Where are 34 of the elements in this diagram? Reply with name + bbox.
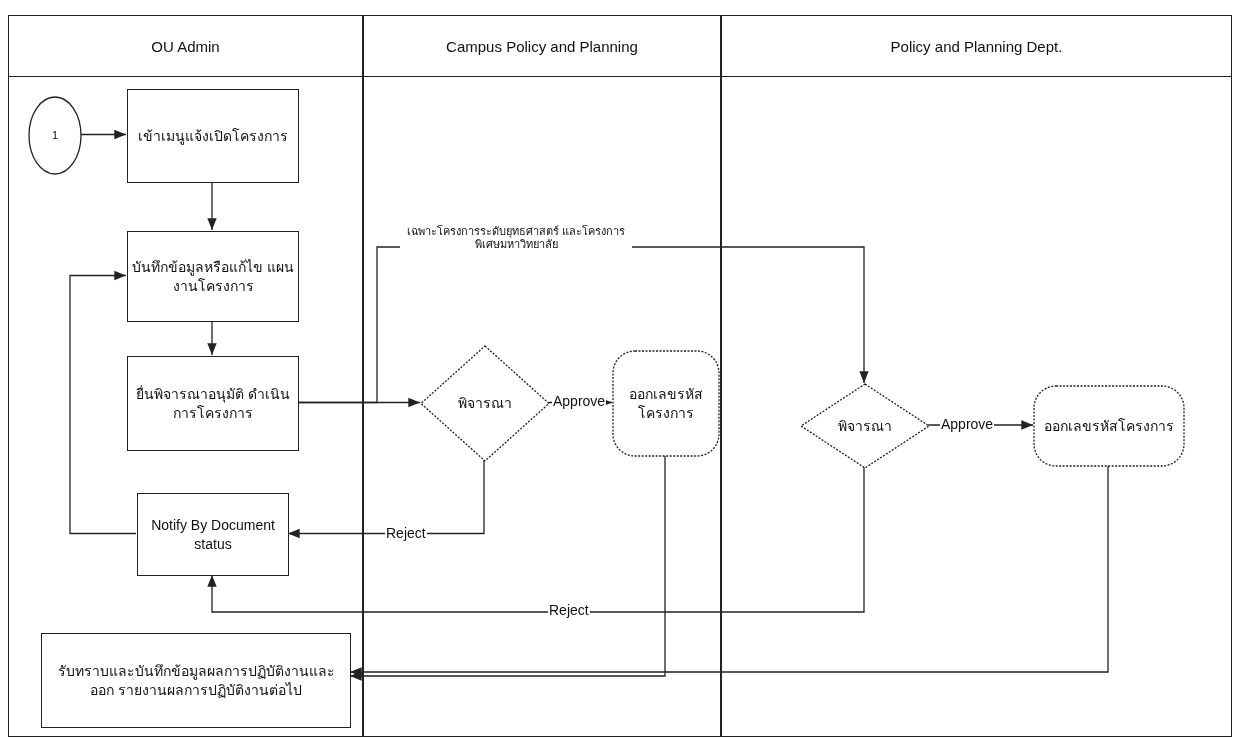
arrow xyxy=(207,466,865,613)
process-box xyxy=(137,493,289,576)
step-text: พิจารณา xyxy=(457,394,513,414)
step-text: ออกเลขรหัสโครงการ xyxy=(1043,416,1175,436)
process-box xyxy=(127,231,299,322)
decision-diamond xyxy=(421,346,549,461)
decision-diamond xyxy=(801,384,929,468)
step-text: เข้าเมนูแจ้งเปิดโครงการ xyxy=(137,126,289,147)
swimlane xyxy=(721,15,1232,737)
arrow xyxy=(69,270,137,535)
step-text: พิจารณา xyxy=(837,416,893,436)
arrow xyxy=(207,320,217,356)
process-box xyxy=(127,89,299,183)
lane-header: Campus Policy and Planning xyxy=(364,16,720,77)
edge-label: Reject xyxy=(385,525,427,542)
terminal-shape xyxy=(1034,386,1184,466)
edge-label: Approve xyxy=(552,393,607,410)
lane-header: OU Admin xyxy=(9,16,362,77)
step-text: Notify By Document status xyxy=(150,515,276,554)
lane-header: Policy and Planning Dept. xyxy=(722,16,1231,77)
step-text: ยื่นพิจารณาอนุมัติ ดำเนินการโครงการ xyxy=(135,384,291,423)
step-text: บันทึกข้อมูลหรือแก้ไข แผนงานโครงการ xyxy=(131,257,295,296)
edge-label: Approve xyxy=(940,416,995,433)
step-text: ออกเลขรหัส โครงการ xyxy=(628,384,704,423)
arrow xyxy=(207,181,217,231)
process-box xyxy=(127,356,299,451)
edge-label: Reject xyxy=(548,602,590,619)
step-text: รับทราบและบันทึกข้อมูลผลการปฏิบัติงานและออก รายงานผลการปฏิบัติงานต่อไป xyxy=(56,661,336,700)
swimlane xyxy=(8,15,363,737)
swimlane xyxy=(363,15,721,737)
terminal-shape xyxy=(613,351,719,456)
start-circle xyxy=(29,97,81,174)
process-box xyxy=(41,633,351,728)
step-number: 1 xyxy=(50,128,60,144)
